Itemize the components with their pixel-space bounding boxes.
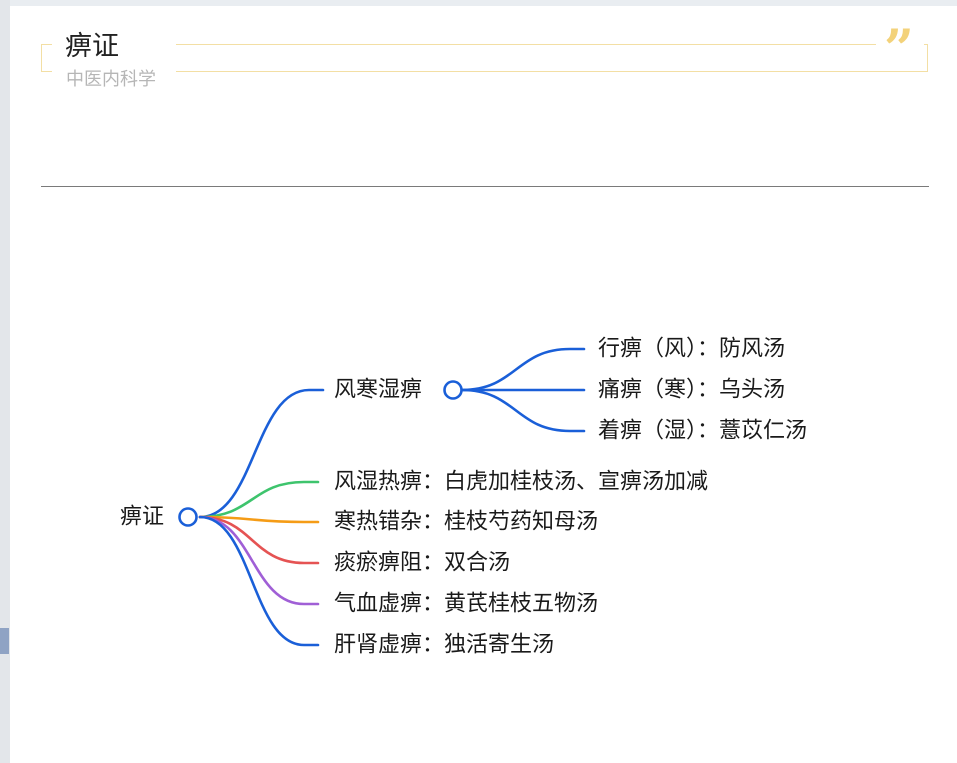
window-left-edge — [0, 0, 10, 763]
title-backdrop — [52, 34, 176, 84]
mindmap-edges — [198, 347, 586, 647]
mindmap-edge-branch-4 — [198, 515, 320, 565]
mindmap-edge-sub-1-3 — [460, 388, 586, 433]
mindmap-node-branch-2[interactable]: 风湿热痹：白虎加桂枝汤、宣痹汤加减 — [334, 470, 708, 495]
mindmap-edge-sub-1-1 — [460, 347, 586, 392]
mindmap-root-label[interactable]: 痹证 — [120, 505, 164, 530]
header-divider — [41, 186, 929, 187]
mindmap-edge-branch-5 — [198, 515, 320, 606]
mindmap-node-sub-1-2[interactable]: 痛痹（寒）：乌头汤 — [598, 378, 785, 403]
left-edge-scroll-mark[interactable] — [0, 628, 9, 654]
mindmap-node-sub-1-3[interactable]: 着痹（湿）：薏苡仁汤 — [598, 419, 807, 444]
mindmap-edge-branch-1 — [198, 388, 325, 519]
mindmap-edge-branch-2 — [198, 480, 320, 519]
mindmap-node-branch-6[interactable]: 肝肾虚痹：独活寄生汤 — [334, 633, 554, 658]
page-title: 痹证 — [65, 31, 119, 62]
page-subtitle: 中医内科学 — [66, 69, 156, 90]
page-canvas — [10, 6, 957, 763]
mindmap-root-toggle[interactable] — [178, 507, 198, 527]
header-frame — [41, 44, 928, 72]
mindmap-node-sub-1-1[interactable]: 行痹（风）：防风汤 — [598, 337, 785, 362]
mindmap-collapse-toggle-branch-1[interactable] — [443, 380, 463, 400]
mindmap-node-branch-3[interactable]: 寒热错杂：桂枝芍药知母汤 — [334, 510, 598, 535]
mindmap-edge-branch-6 — [198, 515, 320, 647]
quote-backdrop — [876, 32, 924, 64]
mindmap-node-branch-4[interactable]: 痰瘀痹阻：双合汤 — [334, 551, 510, 576]
mindmap-edge-branch-3 — [198, 515, 320, 524]
mindmap-node-branch-1[interactable]: 风寒湿痹 — [334, 378, 422, 403]
mindmap-nodes: 风寒湿痹 行痹（风）：防风汤痛痹（寒）：乌头汤着痹（湿）：薏苡仁汤风湿热痹：白虎加… — [120, 337, 807, 658]
mindmap-node-branch-5[interactable]: 气血虚痹：黄芪桂枝五物汤 — [334, 592, 598, 617]
